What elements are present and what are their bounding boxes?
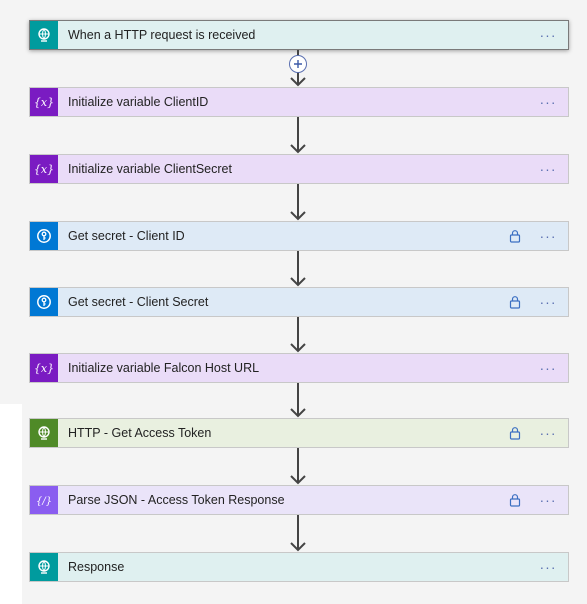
plus-icon (294, 60, 302, 68)
svg-text:{x}: {x} (34, 362, 54, 375)
globe-response-icon (30, 553, 58, 581)
more-options-icon[interactable]: ··· (539, 228, 557, 244)
flow-step-card[interactable]: Response ··· (29, 552, 569, 582)
variable-icon: {x} (30, 354, 58, 382)
more-options-icon[interactable]: ··· (539, 27, 557, 43)
more-options-icon[interactable]: ··· (539, 559, 557, 575)
more-options-icon[interactable]: ··· (539, 492, 557, 508)
lock-icon (508, 426, 522, 440)
add-step-button[interactable] (289, 55, 307, 73)
step-title: When a HTTP request is received (68, 28, 256, 42)
connector-arrow (290, 117, 306, 154)
lock-icon (508, 295, 522, 309)
flow-step-card[interactable]: Get secret - Client Secret ··· (29, 287, 569, 317)
step-title: Get secret - Client Secret (68, 295, 209, 309)
svg-text:{x}: {x} (34, 163, 54, 176)
key-vault-icon (30, 222, 58, 250)
variable-icon: {x} (30, 155, 58, 183)
key-vault-icon (30, 288, 58, 316)
globe-request-icon (30, 21, 58, 49)
step-title: Initialize variable ClientID (68, 95, 209, 109)
flow-step-card[interactable]: {x} Initialize variable ClientID ··· (29, 87, 569, 117)
svg-text:{x}: {x} (34, 96, 54, 109)
flow-step-card[interactable]: When a HTTP request is received ··· (29, 20, 569, 50)
step-title: Initialize variable Falcon Host URL (68, 361, 260, 375)
lock-icon (508, 229, 522, 243)
connector-arrow (290, 184, 306, 221)
step-title: HTTP - Get Access Token (68, 426, 212, 440)
variable-icon: {x} (30, 88, 58, 116)
connector-arrow (290, 383, 306, 418)
connector-arrow (290, 515, 306, 552)
flow-step-card[interactable]: {/} Parse JSON - Access Token Response ··· (29, 485, 569, 515)
svg-text:{/}: {/} (36, 496, 52, 507)
flow-step-card[interactable]: HTTP - Get Access Token ··· (29, 418, 569, 448)
flow-step-card[interactable]: {x} Initialize variable Falcon Host URL ··… (29, 353, 569, 383)
flow-step-card[interactable]: Get secret - Client ID ··· (29, 221, 569, 251)
more-options-icon[interactable]: ··· (539, 161, 557, 177)
connector-arrow (290, 448, 306, 485)
more-options-icon[interactable]: ··· (539, 294, 557, 310)
connector-arrow (290, 317, 306, 353)
more-options-icon[interactable]: ··· (539, 425, 557, 441)
lock-icon (508, 493, 522, 507)
more-options-icon[interactable]: ··· (539, 360, 557, 376)
connector-arrow (290, 251, 306, 287)
step-title: Response (68, 560, 125, 574)
step-title: Parse JSON - Access Token Response (68, 493, 285, 507)
parse-json-icon: {/} (30, 486, 58, 514)
step-title: Get secret - Client ID (68, 229, 185, 243)
step-title: Initialize variable ClientSecret (68, 162, 232, 176)
more-options-icon[interactable]: ··· (539, 94, 557, 110)
globe-http-icon (30, 419, 58, 447)
flow-step-card[interactable]: {x} Initialize variable ClientSecret ··· (29, 154, 569, 184)
